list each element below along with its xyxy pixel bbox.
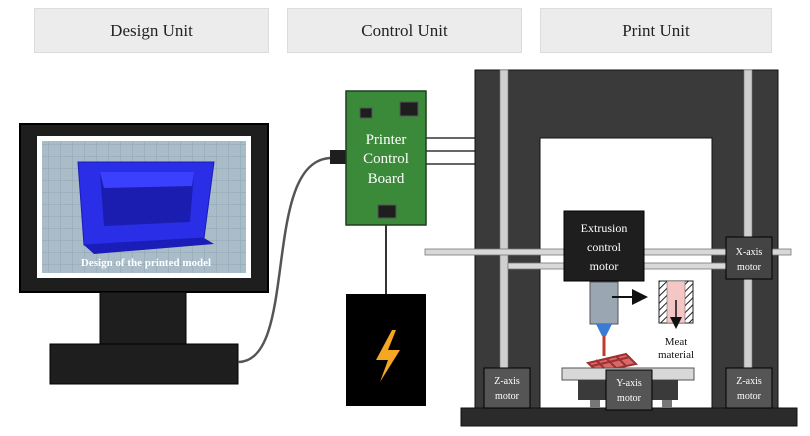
control-unit-header: Control Unit [287,8,522,53]
design-unit-header: Design Unit [34,8,269,53]
printer-base [460,407,798,427]
printer-control-board: Printer Control Board [345,90,427,226]
monitor-base [49,343,239,385]
printed-model [77,161,215,254]
extrusion-control-motor: Extrusion control motor [563,210,645,282]
z-left-label-line-2: motor [495,391,520,402]
board-to-frame-wires [426,137,478,165]
board-label-line-1: Printer [366,132,407,148]
power-supply [346,294,426,406]
left-z-rod [499,69,509,371]
z-axis-motor-left: Z-axis motor [483,367,531,409]
data-cable [237,156,333,364]
y-motor-label-line-1: Y-axis [616,378,642,389]
extrusion-label-line-2: control [587,240,622,254]
material-label-line-1: Meat [665,336,688,348]
lightning-bolt-icon [376,330,400,382]
monitor: Design of the printed model [19,123,269,385]
y-axis-motor: Y-axis motor [605,369,653,411]
board-connector [330,150,346,164]
z-axis-motor-right: Z-axis motor [725,367,773,409]
y-motor-label-line-2: motor [617,393,642,404]
x-motor-label-line-1: X-axis [736,247,763,258]
extrusion-label-line-1: Extrusion [581,221,628,235]
board-label-line-3: Board [368,171,405,187]
print-unit-header: Print Unit [540,8,772,53]
z-right-label-line-1: Z-axis [736,376,762,387]
material-label-line-2: material [658,349,694,361]
monitor-stand [99,291,187,345]
z-right-label-line-2: motor [737,391,762,402]
screen-caption: Design of the printed model [81,257,211,269]
z-left-label-line-1: Z-axis [494,376,520,387]
meat-material-cartridge: Meat material [658,280,694,361]
x-motor-label-line-2: motor [737,262,762,273]
extruder [589,281,619,356]
right-z-rod [743,69,753,371]
extrusion-label-line-3: motor [590,259,619,273]
board-label-line-2: Control [363,151,409,167]
x-axis-motor: X-axis motor [725,236,773,280]
